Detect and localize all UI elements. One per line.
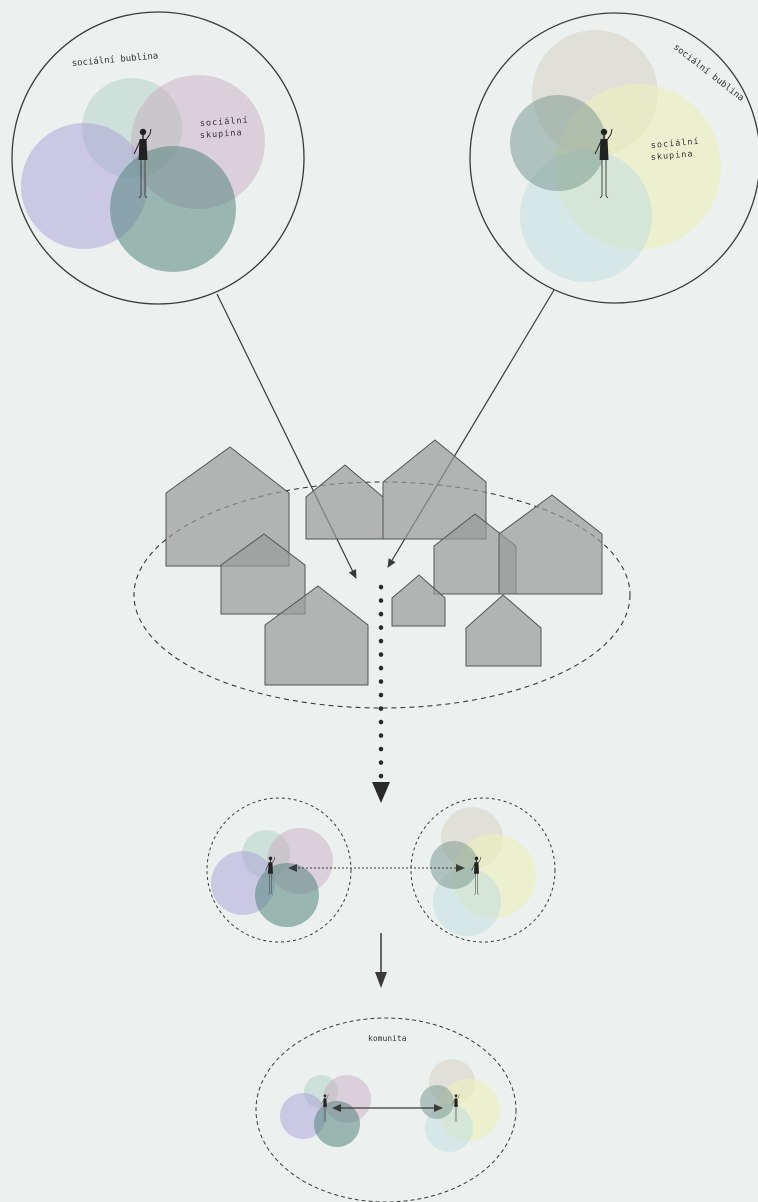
left-bubble-outline [11, 11, 305, 305]
right-bubble-outline [469, 12, 758, 304]
down-arrow-head [375, 972, 387, 988]
right-social-bubble: sociální bublina sociální skupina [469, 12, 758, 304]
house-1 [165, 446, 290, 567]
village-boundary [133, 481, 631, 709]
middle-left-bubble [206, 797, 352, 943]
community-label: komunita [368, 1034, 407, 1043]
left-group-label: sociální [200, 116, 250, 129]
dotted-arrow [372, 584, 390, 803]
house-8 [391, 574, 446, 627]
house-2 [305, 464, 384, 540]
middle-right-bubble [410, 797, 556, 943]
com-right-slate-circle [420, 1085, 454, 1119]
house-4 [220, 533, 306, 615]
left-social-bubble: sociální bublina sociální skupina [11, 11, 305, 305]
right-slate-circle [510, 95, 606, 191]
house-3 [382, 439, 487, 540]
community-boundary [255, 1017, 517, 1202]
left-group-label-2: skupina [200, 128, 243, 141]
right-group-label-2: skupina [650, 149, 694, 163]
house-9 [465, 594, 542, 667]
com-left-teal-circle [314, 1101, 360, 1147]
right-group-label: sociální [650, 137, 700, 151]
left-bubble-label: sociální bublina [71, 51, 158, 69]
mid-right-slate-circle [430, 841, 478, 889]
right-bubble-label: sociální bublina [671, 42, 745, 103]
mid-left-teal-circle [255, 863, 319, 927]
house-7 [264, 585, 369, 686]
mid-right-outline [410, 797, 556, 943]
house-6 [498, 494, 603, 595]
community: komunita [255, 1017, 517, 1202]
left-teal-circle [110, 146, 236, 272]
village [133, 439, 631, 709]
